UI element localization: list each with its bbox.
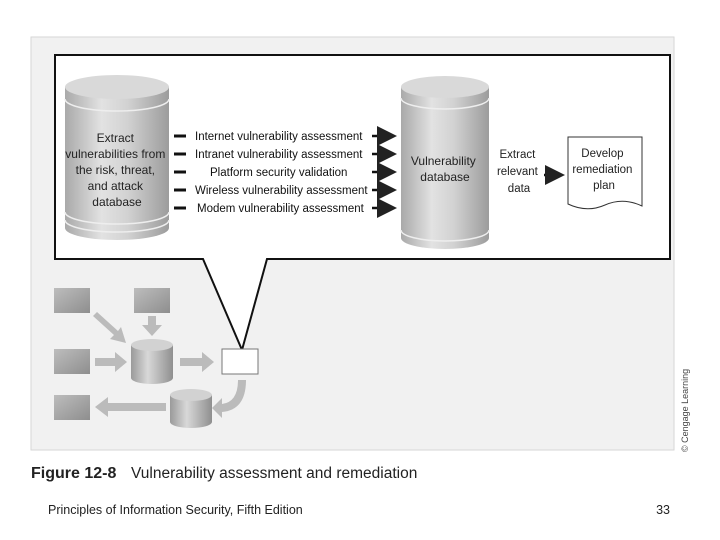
overview-box [134, 288, 170, 313]
document-label: Develop remediation plan [572, 148, 635, 192]
assessment-label: Intranet vulnerability assessment [195, 149, 363, 161]
detail-callout [54, 54, 671, 354]
overview-detail-box [221, 348, 259, 375]
assessment-label: Platform security validation [210, 167, 347, 179]
extract-label: Extract relevant data [497, 149, 541, 195]
footer-title: Principles of Information Security, Fift… [48, 503, 303, 517]
overview-box [54, 288, 90, 313]
assessment-row: Modem vulnerability assessment [174, 198, 397, 218]
credit-text: © Cengage Learning [680, 369, 690, 452]
vulnerability-database-label: Vulnerability database [411, 154, 479, 184]
overview-cylinder [131, 339, 173, 384]
extract-line: Extract [500, 149, 537, 161]
extract-line: relevant [497, 166, 539, 178]
source-line: vulnerabilities from [65, 147, 165, 161]
overview-box [54, 349, 90, 374]
overview-arrow [93, 312, 126, 343]
overview-arrow [142, 316, 162, 336]
assessment-row: Wireless vulnerability assessment [174, 180, 397, 200]
source-line: and attack [88, 179, 144, 193]
assessment-label: Internet vulnerability assessment [195, 131, 363, 143]
assessment-list: Internet vulnerability assessment Intran… [174, 126, 397, 218]
overview-box [54, 395, 90, 420]
assessment-row: Intranet vulnerability assessment [174, 144, 397, 164]
source-database-cylinder [64, 75, 170, 240]
overview-arrow [95, 397, 166, 417]
document-line: Develop [581, 148, 623, 160]
figure-number: Figure 12-8 [31, 465, 116, 482]
assessment-row: Platform security validation [174, 162, 397, 182]
source-cylinder-label: Extract vulnerabilities from the risk, t… [65, 131, 168, 209]
assessment-row: Internet vulnerability assessment [174, 126, 397, 146]
page-number: 33 [656, 503, 670, 517]
source-line: database [92, 195, 142, 209]
extract-line: data [508, 183, 531, 195]
document-line: plan [593, 180, 615, 192]
target-line: Vulnerability [411, 154, 476, 168]
document-line: remediation [572, 164, 632, 176]
overview-arrow [212, 380, 246, 418]
source-line: Extract [97, 131, 135, 145]
target-line: database [420, 170, 470, 184]
overview-arrow [95, 352, 127, 372]
assessment-label: Modem vulnerability assessment [197, 203, 365, 215]
remediation-plan-document [567, 136, 643, 210]
source-line: the risk, threat, [76, 163, 155, 177]
overview-arrow [180, 352, 214, 372]
figure-caption: Vulnerability assessment and remediation [131, 465, 417, 482]
overview-cylinder [170, 389, 212, 428]
assessment-label: Wireless vulnerability assessment [195, 185, 368, 197]
vulnerability-database-cylinder [400, 76, 490, 249]
overview-diagram [54, 288, 259, 428]
